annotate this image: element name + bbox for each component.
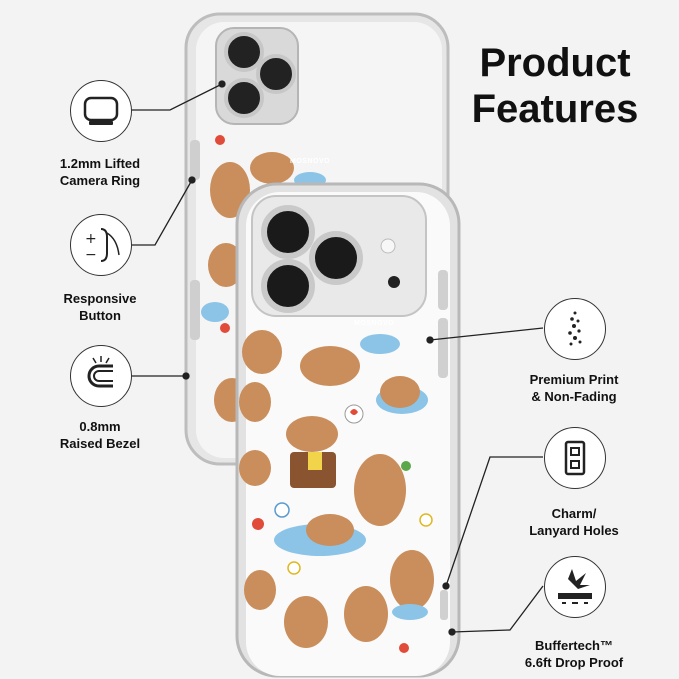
svg-text:−: −: [85, 247, 97, 263]
brand-mark-front: MOSNOVO: [354, 320, 395, 327]
feature-lanyard-holes: Charm/ Lanyard Holes: [529, 506, 619, 538]
title-line-1: Product: [479, 41, 631, 85]
feature-responsive-button: Responsive Button: [63, 291, 137, 323]
callout-lines: [131, 80, 544, 636]
front-phone-case: [235, 182, 461, 678]
impact-icon: [544, 556, 606, 618]
feature-camera-ring: 1.2mm Lifted Camera Ring: [59, 156, 141, 188]
button-icon: + −: [70, 214, 132, 276]
feature-premium-print: Premium Print & Non-Fading: [529, 372, 619, 404]
camera-ring-icon: [70, 80, 132, 142]
feature-drop-proof: Buffertech™ 6.6ft Drop Proof: [524, 638, 624, 670]
print-dots-icon: [544, 298, 606, 360]
svg-text:+: +: [85, 231, 97, 247]
lanyard-hole-icon: [544, 427, 606, 489]
title-line-2: Features: [471, 87, 639, 131]
bezel-icon: [70, 345, 132, 407]
page-title: Product Features: [455, 40, 655, 132]
feature-raised-bezel: 0.8mm Raised Bezel: [59, 419, 141, 451]
brand-mark-back: MOSNOVO: [290, 158, 331, 165]
